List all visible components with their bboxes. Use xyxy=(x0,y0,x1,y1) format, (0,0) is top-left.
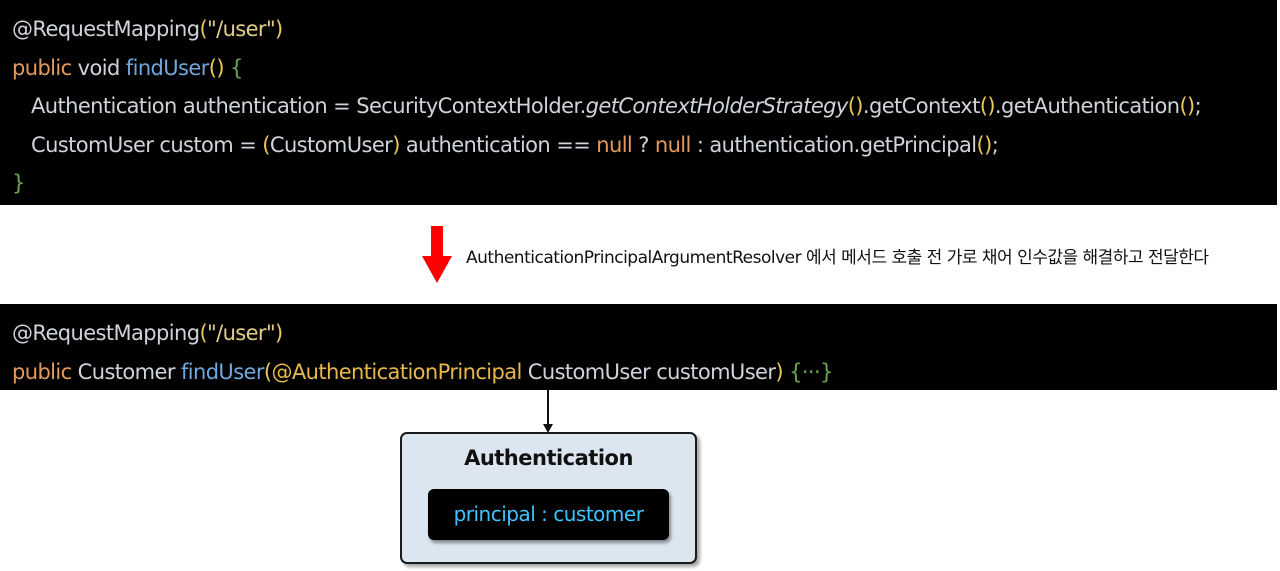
arrow-note: AuthenticationPrincipalArgumentResolver … xyxy=(466,248,1209,268)
code-text: Authentication authentication = Security… xyxy=(31,94,586,118)
null-literal: null xyxy=(654,132,691,157)
code-text: .getAuthentication xyxy=(994,94,1180,118)
code-block-after: @RequestMapping("/user") public Customer… xyxy=(0,304,1277,390)
string-literal: "/user" xyxy=(207,17,276,41)
cast-type: CustomUser xyxy=(269,132,393,157)
paren: () xyxy=(208,55,225,80)
method-name: findUser xyxy=(125,55,210,80)
operator: ? xyxy=(632,132,655,157)
string-literal: "/user" xyxy=(207,321,276,345)
paren: ) xyxy=(392,132,400,157)
null-literal: null xyxy=(596,132,633,157)
code-text: authentication == xyxy=(399,132,597,157)
parameter: CustomUser customUser xyxy=(521,359,776,384)
code-block-before: @RequestMapping("/user") public void fin… xyxy=(0,0,1277,205)
keyword: public xyxy=(12,55,72,80)
static-method: getContextHolderStrategy xyxy=(585,94,849,118)
paren: () xyxy=(976,132,993,157)
paren: ( xyxy=(199,17,208,41)
method-name: findUser xyxy=(180,359,265,384)
paren: () xyxy=(979,94,996,118)
brace: { xyxy=(223,55,243,80)
code-line: public Customer findUser(@Authentication… xyxy=(12,353,1277,392)
code-line: } xyxy=(12,164,1277,203)
keyword: public xyxy=(12,359,72,384)
annotation: @RequestMapping xyxy=(12,321,200,345)
connector-arrow xyxy=(538,390,558,434)
code-line: @RequestMapping("/user") xyxy=(12,10,1277,49)
code-line: public void findUser() { xyxy=(12,49,1277,88)
type: Customer xyxy=(71,359,181,384)
paren: ) xyxy=(275,17,283,41)
code-text: : authentication.getPrincipal xyxy=(690,132,977,157)
code-text: .getContext xyxy=(862,94,980,118)
paren: ( xyxy=(262,132,270,157)
paren: ) xyxy=(275,321,283,345)
parameter-annotation: @AuthenticationPrincipal xyxy=(271,359,522,384)
brace: } xyxy=(12,171,25,195)
paren: ( xyxy=(199,321,208,345)
paren: ) xyxy=(775,359,783,384)
annotation: @RequestMapping xyxy=(12,17,200,41)
type: void xyxy=(71,55,126,80)
authentication-box: Authentication principal : customer xyxy=(400,432,697,564)
paren: ( xyxy=(263,359,272,384)
code-line: CustomUser custom = (CustomUser) authent… xyxy=(12,126,1277,165)
paren: () xyxy=(1179,94,1195,118)
code-line: Authentication authentication = Security… xyxy=(12,87,1277,126)
authentication-title: Authentication xyxy=(464,446,633,470)
method-body: {···} xyxy=(783,359,833,384)
semicolon: ; xyxy=(1194,94,1202,118)
code-text: CustomUser custom = xyxy=(31,132,263,157)
code-line: @RequestMapping("/user") xyxy=(12,314,1277,353)
paren: () xyxy=(847,94,864,118)
principal-box: principal : customer xyxy=(428,489,669,540)
red-down-arrow-icon xyxy=(420,226,454,284)
semicolon: ; xyxy=(991,132,999,157)
